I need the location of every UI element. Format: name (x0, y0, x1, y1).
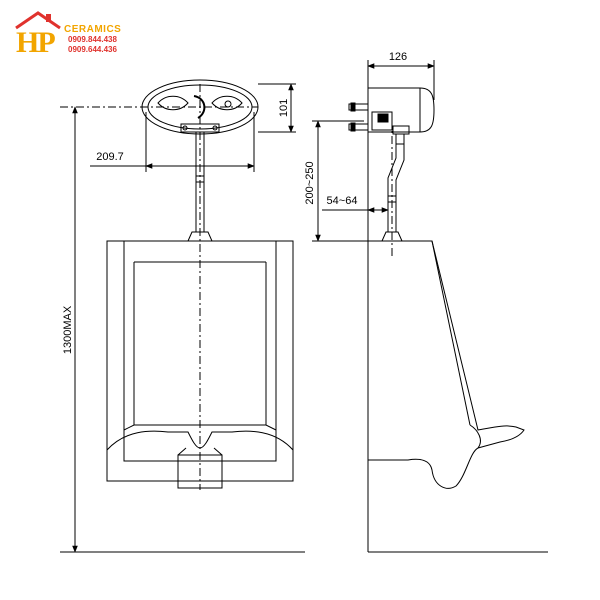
dim-pipe-length-label: 200~250 (304, 161, 316, 204)
dim-sensor-height-label: 101 (278, 99, 290, 117)
sensor-valve-side (367, 87, 435, 135)
logo-phone-2: 0909.644.436 (68, 45, 117, 54)
dim-sensor-offset-label: 209.7 (96, 151, 124, 163)
front-view (60, 79, 305, 553)
house-roof-icon (15, 11, 61, 30)
logo-mark: HP (16, 26, 56, 59)
logo-brand-name: CERAMICS (64, 24, 122, 35)
dim-side-depth (367, 60, 435, 100)
dim-pipe-length (312, 120, 384, 242)
flush-pipe-side (381, 134, 405, 242)
centerlines-front (60, 84, 258, 490)
logo-phone-1: 0909.844.438 (68, 35, 117, 44)
wall-bracket-side (348, 102, 369, 132)
dim-side-depth-label: 126 (389, 51, 407, 63)
urinal-side (368, 240, 525, 489)
brand-logo: HP CERAMICS 0909.844.438 0909.644.436 (8, 10, 128, 59)
dim-sensor-height (258, 83, 296, 133)
dim-sensor-offset (90, 112, 255, 172)
side-view (348, 87, 548, 553)
dim-total-height-label: 1300MAX (62, 305, 74, 354)
dim-wall-gap-label: 54~64 (327, 195, 358, 207)
